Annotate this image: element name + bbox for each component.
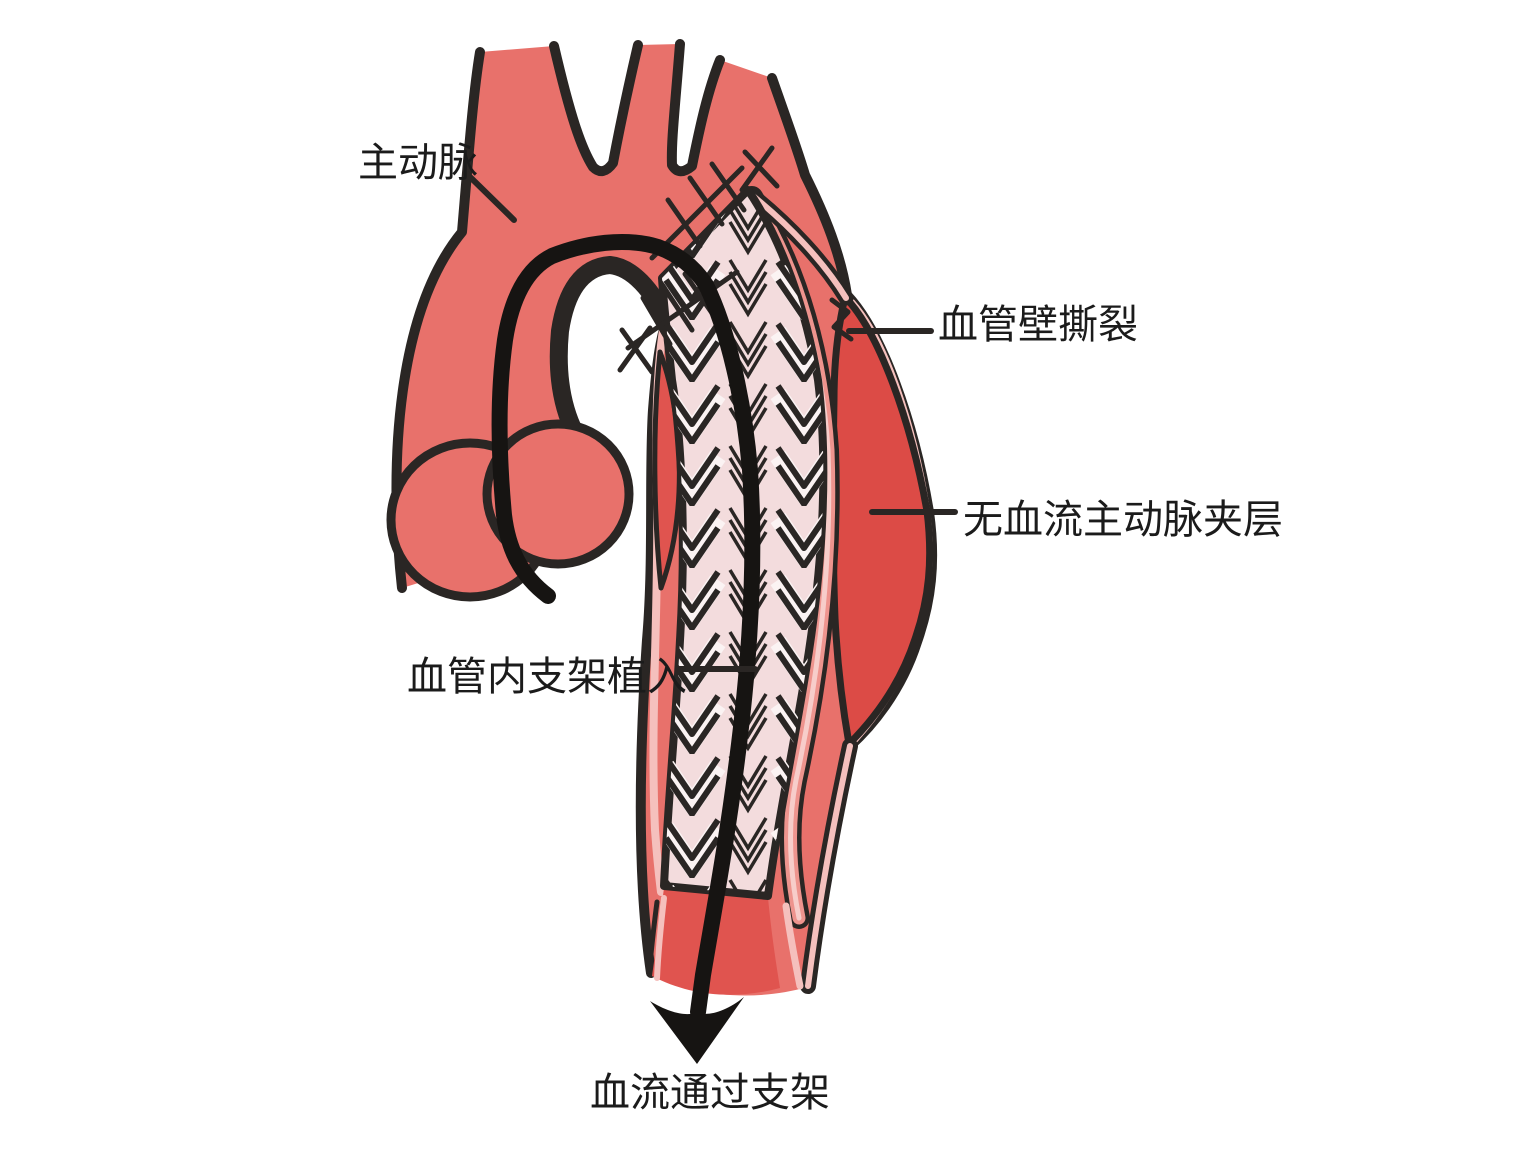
label-no-flow-dissection: 无血流主动脉夹层	[963, 498, 1283, 542]
stent-chevron-mesh	[662, 190, 824, 896]
branch-vessel-3-outline	[767, 73, 852, 300]
flow-arrowhead	[650, 997, 744, 1064]
branch-vessel-1-outline	[549, 40, 643, 177]
distal-left-wall-line	[646, 899, 660, 977]
distal-right-wall-lining	[782, 902, 804, 990]
inner-arch-wall	[549, 256, 677, 442]
label-flow-through-stent: 血流通过支架	[590, 1071, 830, 1115]
label-aorta: 主动脉	[358, 141, 478, 185]
distal-left-wall-lining	[654, 895, 667, 981]
wall-tear-mark	[829, 297, 854, 342]
dissected-wall-upper	[745, 188, 854, 306]
label-wall-tear: 血管壁撕裂	[938, 303, 1138, 347]
aortic-sinus-right	[482, 419, 634, 569]
label-stent-implant: 血管内支架植入	[407, 655, 687, 699]
suture-stitches	[617, 145, 780, 375]
false-lumen	[829, 293, 934, 748]
leader-line-aorta	[463, 170, 517, 223]
branch-vessel-2-outline	[666, 39, 725, 177]
dissected-wall-lower	[800, 738, 858, 994]
catheter-guidewire	[491, 234, 761, 1020]
